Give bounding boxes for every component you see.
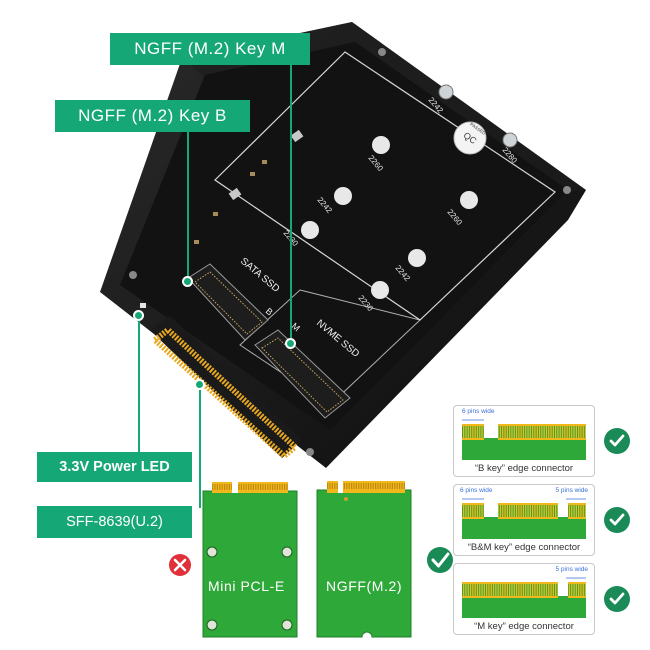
standoff-hole xyxy=(371,281,389,299)
leader-dot xyxy=(182,276,193,287)
standoff-hole xyxy=(460,191,478,209)
component xyxy=(228,187,242,201)
pins-left-label: 6 pins wide xyxy=(462,408,495,415)
callout-key-b: NGFF (M.2) Key B xyxy=(55,100,250,132)
standoff-hole xyxy=(438,84,454,100)
standoff-hole xyxy=(334,187,352,205)
standoff-hole xyxy=(408,249,426,267)
leader-line xyxy=(138,315,140,453)
mini-pcie-gold-pins xyxy=(212,482,288,493)
key-b-mark: B xyxy=(264,306,275,318)
pins-left-label: 6 pins wide xyxy=(460,487,493,494)
connector-caption: “M key” edge connector xyxy=(474,621,574,632)
led xyxy=(140,303,146,308)
callout-sff: SFF-8639(U.2) xyxy=(37,506,192,538)
check-icon xyxy=(604,507,630,533)
component xyxy=(290,129,304,143)
qc-sticker xyxy=(453,121,487,155)
component xyxy=(213,212,218,216)
pins-right-label: 5 pins wide xyxy=(555,487,588,494)
m2-slot-m xyxy=(254,329,351,419)
component xyxy=(194,240,199,244)
mini-pcie-label: Mini PCL-E xyxy=(208,578,285,594)
leader-dot xyxy=(194,379,205,390)
compatible-icon xyxy=(427,547,453,573)
mount-hole xyxy=(281,546,293,558)
mount-hole xyxy=(281,619,293,631)
connector-caption: “B key” edge connector xyxy=(474,463,574,474)
leader-line xyxy=(199,384,201,508)
leader-dot xyxy=(133,310,144,321)
connector-panel-bm-key: 6 pins wide 5 pins wide “B&M key” edge c… xyxy=(453,484,595,556)
callout-power-led: 3.3V Power LED xyxy=(37,452,192,482)
connector-panel-b-key: 6 pins wide “B key” edge connector xyxy=(453,405,595,477)
connector-panel-m-key: 5 pins wide “M key” edge connector xyxy=(453,563,595,635)
mount-hole xyxy=(206,619,218,631)
check-icon xyxy=(604,586,630,612)
leader-dot xyxy=(285,338,296,349)
ngff-card xyxy=(316,489,412,638)
m2-slot-b xyxy=(187,263,269,341)
leader-line xyxy=(187,131,189,281)
standoff-hole xyxy=(372,136,390,154)
u2-gold-pins xyxy=(150,326,300,460)
ngff-label: NGFF(M.2) xyxy=(326,578,403,594)
leader-line xyxy=(290,63,292,343)
connector-caption: “B&M key” edge connector xyxy=(467,542,581,553)
standoff-hole xyxy=(301,221,319,239)
mini-pcie-card xyxy=(202,490,298,638)
component xyxy=(262,160,267,164)
pins-right-label: 5 pins wide xyxy=(555,566,588,573)
check-icon xyxy=(604,428,630,454)
callout-key-m: NGFF (M.2) Key M xyxy=(110,33,310,65)
mount-hole xyxy=(206,546,218,558)
standoff-hole xyxy=(502,132,518,148)
component xyxy=(250,172,255,176)
